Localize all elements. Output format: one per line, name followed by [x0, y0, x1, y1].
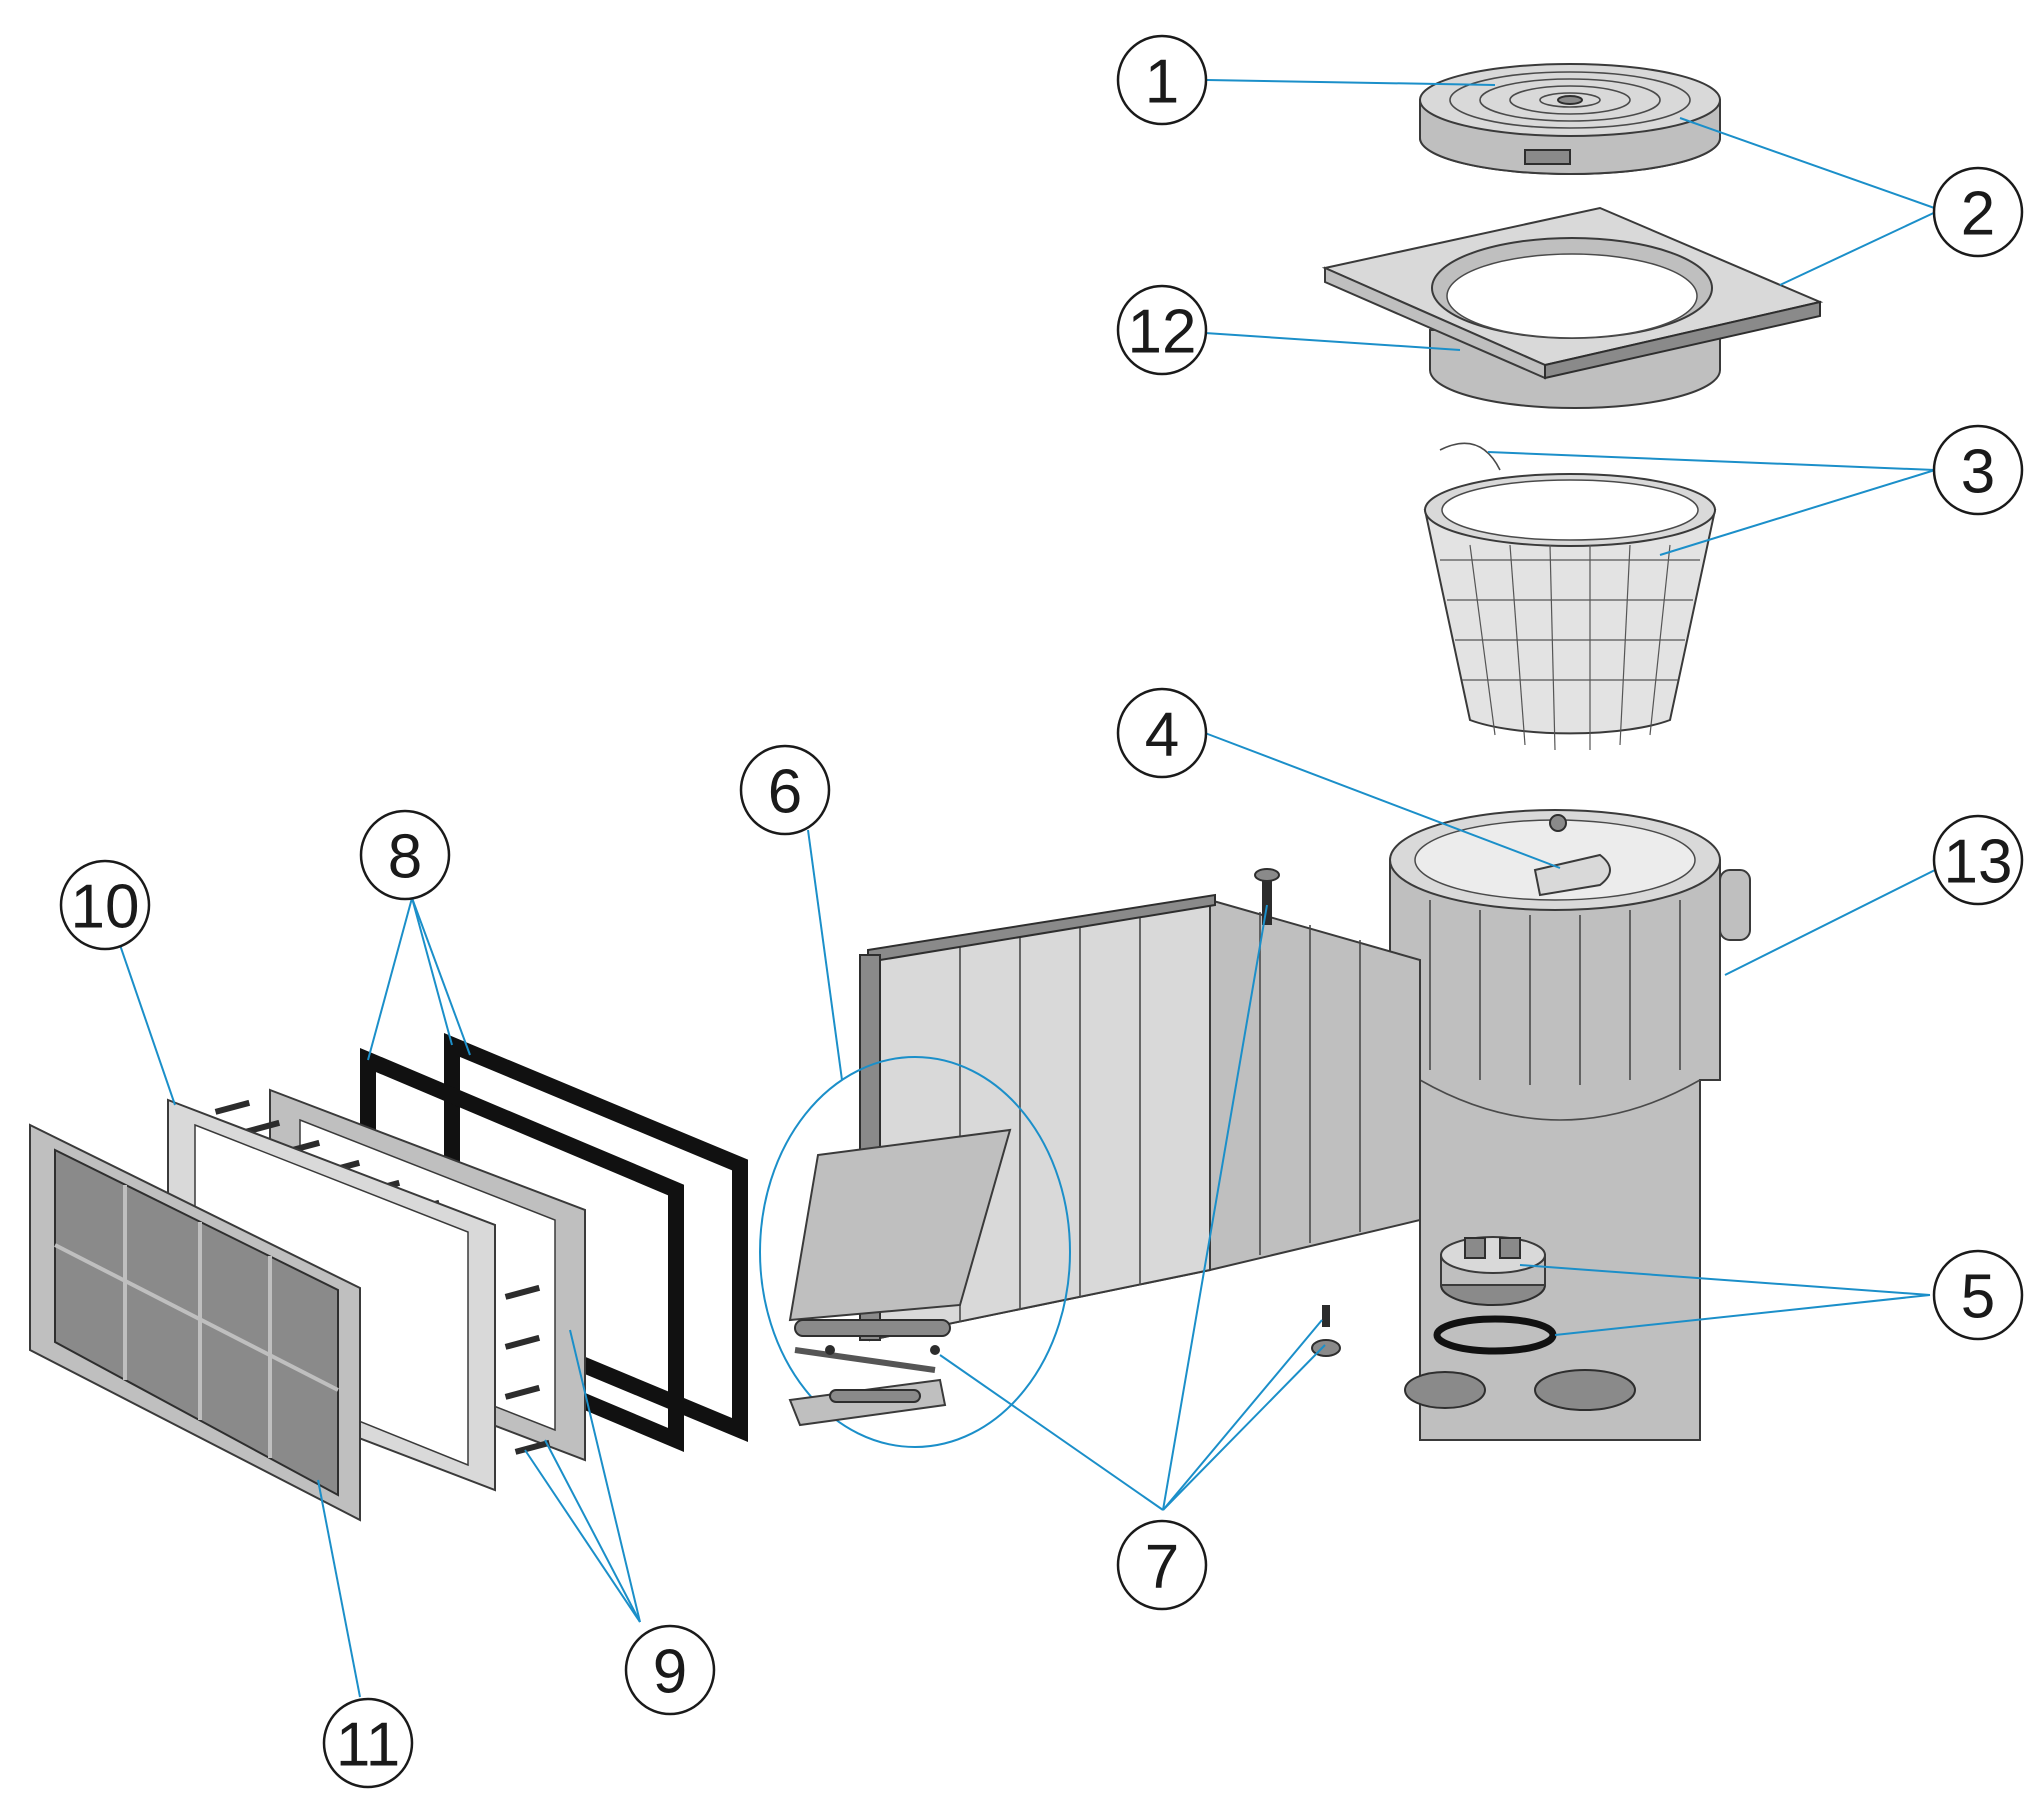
callout-13: 13	[1932, 814, 2024, 906]
svg-text:6: 6	[768, 758, 802, 827]
svg-text:7: 7	[1145, 1533, 1179, 1602]
callout-1: 1	[1116, 34, 1208, 126]
svg-text:3: 3	[1961, 438, 1995, 507]
callout-6: 6	[739, 744, 831, 836]
part-basket	[1423, 442, 1717, 751]
svg-text:2: 2	[1961, 180, 1995, 249]
callout-8: 8	[359, 809, 451, 901]
svg-text:12: 12	[1128, 298, 1197, 367]
part-front-cover	[29, 1123, 361, 1522]
callout-11: 11	[322, 1697, 414, 1789]
svg-text:5: 5	[1961, 1263, 1995, 1332]
callout-3: 3	[1932, 424, 2024, 516]
svg-text:13: 13	[1944, 828, 2013, 897]
svg-text:8: 8	[388, 823, 422, 892]
svg-text:4: 4	[1145, 701, 1179, 770]
callout-2: 2	[1932, 166, 2024, 258]
callout-5: 5	[1932, 1249, 2024, 1341]
part-collar	[1321, 206, 1824, 409]
callout-10: 10	[59, 859, 151, 951]
callout-12: 12	[1116, 284, 1208, 376]
part-weir-flap	[759, 1056, 1071, 1448]
part-plug-oring	[1433, 1236, 1557, 1355]
part-flap-clip	[1533, 814, 1611, 897]
svg-text:1: 1	[1145, 48, 1179, 117]
svg-text:10: 10	[71, 873, 140, 942]
callout-4: 4	[1116, 687, 1208, 779]
svg-text:11: 11	[336, 1711, 400, 1780]
callout-7: 7	[1116, 1519, 1208, 1611]
leader-lines	[119, 79, 1941, 1698]
callout-9: 9	[624, 1624, 716, 1716]
svg-text:9: 9	[653, 1638, 687, 1707]
part-lid	[1419, 63, 1721, 175]
